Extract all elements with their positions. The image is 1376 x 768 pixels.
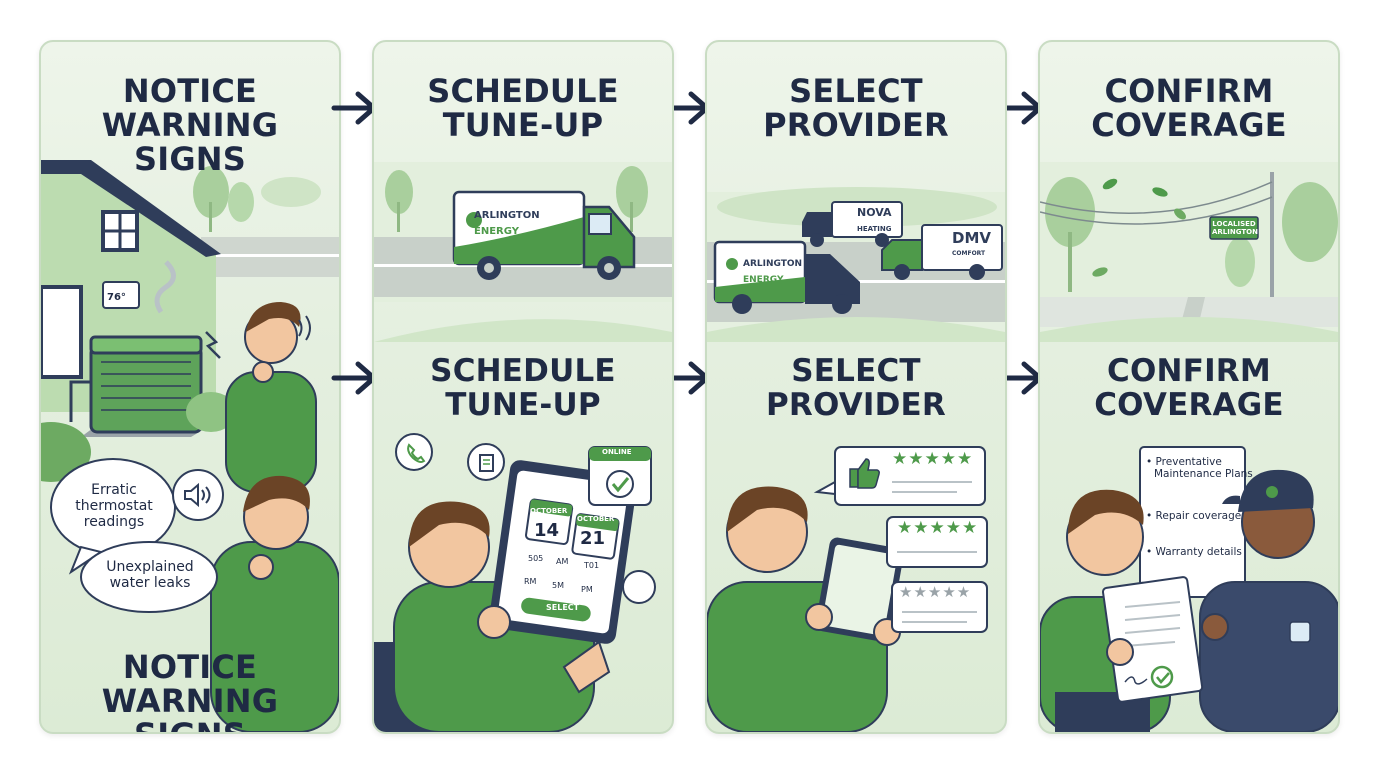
bubble-leaks: Unexplained water leaks (106, 559, 194, 591)
calendar-month-2: OCTOBER (577, 515, 615, 523)
select-button[interactable]: SELECT (546, 603, 580, 612)
rating-stars-icon: ★★★★★ (899, 583, 972, 601)
calendar-month-1: OCTOBER (530, 507, 568, 515)
speaker-icon (184, 482, 211, 508)
time-slot[interactable]: RM (524, 577, 537, 586)
coverage-item-preventative: • Preventative Maintenance Plans (1146, 456, 1253, 480)
notepad-icon (479, 454, 494, 472)
thumbs-up-icon (849, 458, 880, 489)
time-slot[interactable]: AM (556, 557, 569, 566)
rating-stars-icon: ★★★★★ (892, 449, 974, 469)
time-slot[interactable]: PM (581, 585, 593, 594)
online-label: ONLINE (602, 448, 632, 456)
time-slot[interactable]: 505 (528, 554, 544, 563)
time-slot[interactable]: T01 (584, 561, 600, 570)
scene-technician-contract (1040, 162, 1338, 732)
time-slot[interactable]: 5M (552, 581, 564, 590)
thermostat-readout: 76° (107, 292, 126, 303)
scene-truck-tablet (374, 162, 672, 732)
calendar-day-1[interactable]: 14 (534, 520, 560, 541)
calendar-day-2[interactable]: 21 (580, 528, 606, 549)
rating-stars-icon: ★★★★★ (897, 518, 979, 538)
coverage-item-warranty: • Warranty details (1146, 546, 1242, 558)
scene-trucks-reviews (707, 187, 1005, 732)
coverage-item-repair: • Repair coverage (1146, 510, 1242, 522)
bubble-thermostat: Erratic thermostat readings (75, 482, 153, 530)
phone-icon (407, 443, 426, 463)
scene-house-ac (41, 160, 339, 732)
